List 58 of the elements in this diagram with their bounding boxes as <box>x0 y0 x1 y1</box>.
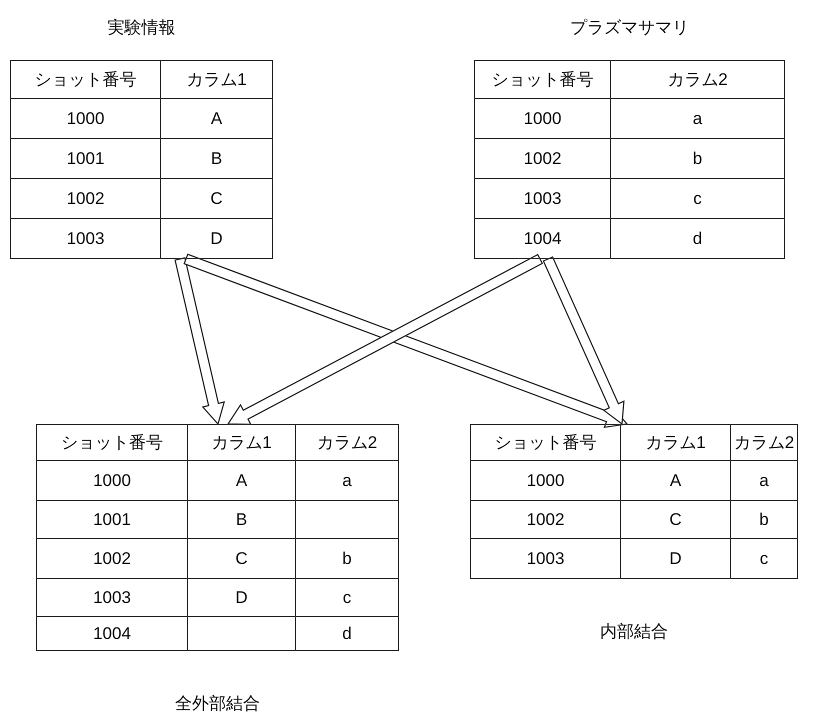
table-cell <box>296 501 399 539</box>
table-cell: 1002 <box>37 539 188 579</box>
block-arrow <box>226 254 544 426</box>
table-cell: b <box>296 539 399 579</box>
table-cell: 1002 <box>11 179 161 219</box>
table-cell: a <box>731 461 798 501</box>
table-cell: b <box>731 501 798 539</box>
table-cell: A <box>161 99 273 139</box>
table-cell: c <box>611 179 785 219</box>
table-cell: 1000 <box>471 461 621 501</box>
table-cell: 1000 <box>37 461 188 501</box>
table-cell: a <box>611 99 785 139</box>
table-cell: B <box>161 139 273 179</box>
table-cell: 1002 <box>471 501 621 539</box>
table-cell: ショット番号 <box>11 61 161 99</box>
table-cell: ショット番号 <box>475 61 611 99</box>
block-arrow <box>542 256 625 426</box>
table-cell: C <box>621 501 731 539</box>
table-cell: C <box>161 179 273 219</box>
table-cell: 1002 <box>475 139 611 179</box>
table-cell: B <box>188 501 296 539</box>
table-cell: 1003 <box>471 539 621 579</box>
table-cell: A <box>621 461 731 501</box>
table-cell: 1000 <box>11 99 161 139</box>
table-cell: b <box>611 139 785 179</box>
table-cell: カラム2 <box>611 61 785 99</box>
table-cell: カラム2 <box>731 425 798 461</box>
block-arrow <box>174 257 226 426</box>
table-title: プラズマサマリ <box>570 18 689 37</box>
table-cell: c <box>731 539 798 579</box>
table-title: 内部結合 <box>600 622 668 641</box>
table-cell: 1004 <box>475 219 611 259</box>
table-cell: 1003 <box>475 179 611 219</box>
table-cell: 1001 <box>37 501 188 539</box>
table-cell: D <box>188 579 296 617</box>
table-cell: d <box>296 617 399 651</box>
table-cell: D <box>161 219 273 259</box>
table-cell: ショット番号 <box>37 425 188 461</box>
table-cell: カラム1 <box>621 425 731 461</box>
table-cell: c <box>296 579 399 617</box>
table-cell: 1003 <box>37 579 188 617</box>
table-cell <box>188 617 296 651</box>
table-title: 実験情報 <box>108 18 176 37</box>
table-title: 全外部結合 <box>175 694 260 713</box>
table-cell: カラム2 <box>296 425 399 461</box>
table-cell: 1003 <box>11 219 161 259</box>
table-cell: a <box>296 461 399 501</box>
table-cell: A <box>188 461 296 501</box>
table-cell: ショット番号 <box>471 425 621 461</box>
table-cell: C <box>188 539 296 579</box>
table-cell: 1004 <box>37 617 188 651</box>
table-cell: 1001 <box>11 139 161 179</box>
table-cell: カラム1 <box>188 425 296 461</box>
table-cell: D <box>621 539 731 579</box>
table-cell: 1000 <box>475 99 611 139</box>
table-cell: カラム1 <box>161 61 273 99</box>
table-cell: d <box>611 219 785 259</box>
block-arrow <box>183 254 628 428</box>
